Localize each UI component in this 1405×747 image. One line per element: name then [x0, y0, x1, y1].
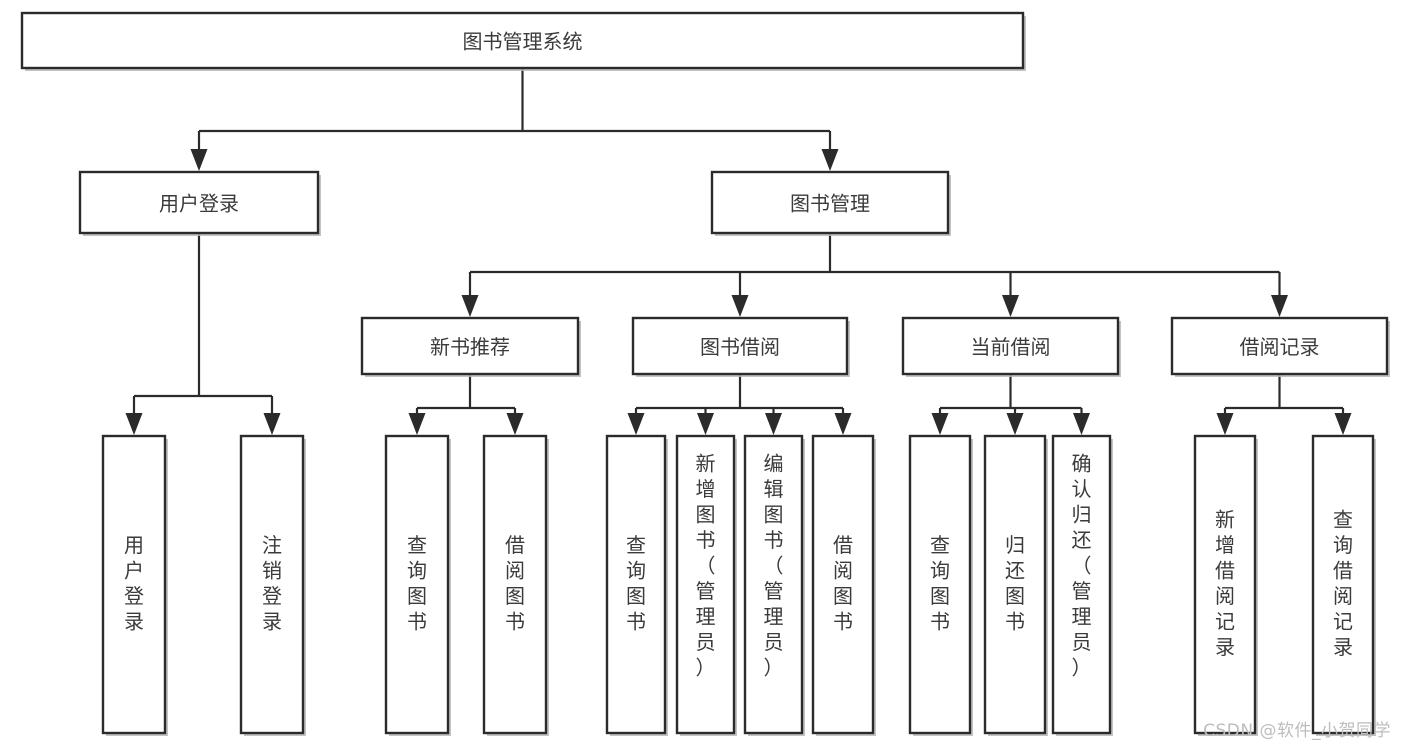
node-rect[interactable] — [811, 434, 875, 735]
node-label: 借阅图书 — [833, 533, 853, 634]
node-rect[interactable] — [20, 11, 1025, 70]
edge-group-book-manage — [461, 233, 1288, 317]
node-rect[interactable] — [1311, 434, 1375, 735]
node-rect[interactable] — [631, 316, 849, 376]
edge-group-root — [190, 68, 839, 171]
node-rect[interactable] — [384, 434, 450, 735]
node-label: 查询借阅记录 — [1333, 507, 1353, 659]
nodes-layer: 图书管理系统用户登录图书管理新书推荐图书借阅当前借阅借阅记录用户登录注销登录查询… — [20, 11, 1390, 736]
node-new-book-recommend[interactable]: 新书推荐 — [360, 316, 581, 377]
node-rect[interactable] — [1193, 434, 1257, 735]
node-label: 新书推荐 — [430, 335, 510, 359]
node-book-manage[interactable]: 图书管理 — [710, 170, 951, 236]
node-rect[interactable] — [901, 316, 1120, 376]
node-label: 查询图书 — [407, 533, 427, 634]
node-borrow-record[interactable]: 借阅记录 — [1170, 316, 1390, 377]
node-rect[interactable] — [239, 434, 305, 735]
node-rect[interactable] — [743, 434, 804, 735]
node-label: 归还图书 — [1005, 533, 1025, 634]
node-label: 借阅图书 — [505, 533, 525, 634]
edge-group-user-login — [125, 233, 281, 435]
node-leaf-borrow-book-2[interactable]: 借阅图书 — [811, 434, 876, 736]
node-rect[interactable] — [675, 434, 736, 735]
node-leaf-add-borrow-record[interactable]: 新增借阅记录 — [1193, 434, 1258, 736]
node-leaf-edit-book-admin[interactable]: 编辑图书（管理员） — [743, 434, 805, 736]
node-rect[interactable] — [908, 434, 972, 735]
edge-group-book-borrow — [627, 374, 852, 435]
node-label: 图书管理 — [790, 192, 870, 216]
node-label: 用户登录 — [124, 533, 144, 634]
node-label: 当前借阅 — [971, 335, 1051, 359]
node-rect[interactable] — [78, 170, 320, 235]
watermark-label: CSDN @软件_小贺同学 — [1203, 721, 1391, 741]
node-label: 新增借阅记录 — [1215, 507, 1235, 659]
node-rect[interactable] — [983, 434, 1047, 735]
node-label: 查询图书 — [626, 533, 646, 634]
node-leaf-query-borrow-record[interactable]: 查询借阅记录 — [1311, 434, 1376, 736]
node-label: 查询图书 — [930, 533, 950, 634]
node-user-login[interactable]: 用户登录 — [78, 170, 321, 236]
node-label: 注销登录 — [262, 533, 282, 634]
node-current-borrow[interactable]: 当前借阅 — [901, 316, 1121, 377]
node-rect[interactable] — [710, 170, 950, 235]
node-label: 确认归还（管理员） — [1072, 451, 1092, 679]
node-leaf-borrow-book-1[interactable]: 借阅图书 — [482, 434, 549, 736]
node-root[interactable]: 图书管理系统 — [20, 11, 1026, 71]
node-rect[interactable] — [1170, 316, 1389, 376]
node-label: 用户登录 — [159, 192, 239, 216]
node-label: 图书借阅 — [700, 335, 780, 359]
node-rect[interactable] — [360, 316, 580, 376]
node-label: 新增图书（管理员） — [696, 451, 716, 679]
node-rect[interactable] — [482, 434, 548, 735]
node-leaf-confirm-return-admin[interactable]: 确认归还（管理员） — [1051, 434, 1113, 736]
node-leaf-query-book-1[interactable]: 查询图书 — [384, 434, 451, 736]
node-rect[interactable] — [1051, 434, 1112, 735]
node-leaf-logout[interactable]: 注销登录 — [239, 434, 306, 736]
edge-group-borrow-record — [1216, 374, 1352, 435]
node-label: 图书管理系统 — [463, 30, 583, 54]
edge-group-new-book-recommend — [408, 374, 524, 435]
node-leaf-user-login[interactable]: 用户登录 — [101, 434, 168, 736]
node-leaf-query-book-3[interactable]: 查询图书 — [908, 434, 973, 736]
node-label: 借阅记录 — [1240, 335, 1320, 359]
node-leaf-query-book-2[interactable]: 查询图书 — [605, 434, 668, 736]
edge-group-current-borrow — [931, 374, 1090, 435]
node-leaf-add-book-admin[interactable]: 新增图书（管理员） — [675, 434, 737, 736]
node-label: 编辑图书（管理员） — [764, 451, 784, 679]
node-rect[interactable] — [605, 434, 667, 735]
edges-layer — [125, 68, 1352, 435]
node-book-borrow[interactable]: 图书借阅 — [631, 316, 850, 377]
node-rect[interactable] — [101, 434, 167, 735]
node-leaf-return-book[interactable]: 归还图书 — [983, 434, 1048, 736]
